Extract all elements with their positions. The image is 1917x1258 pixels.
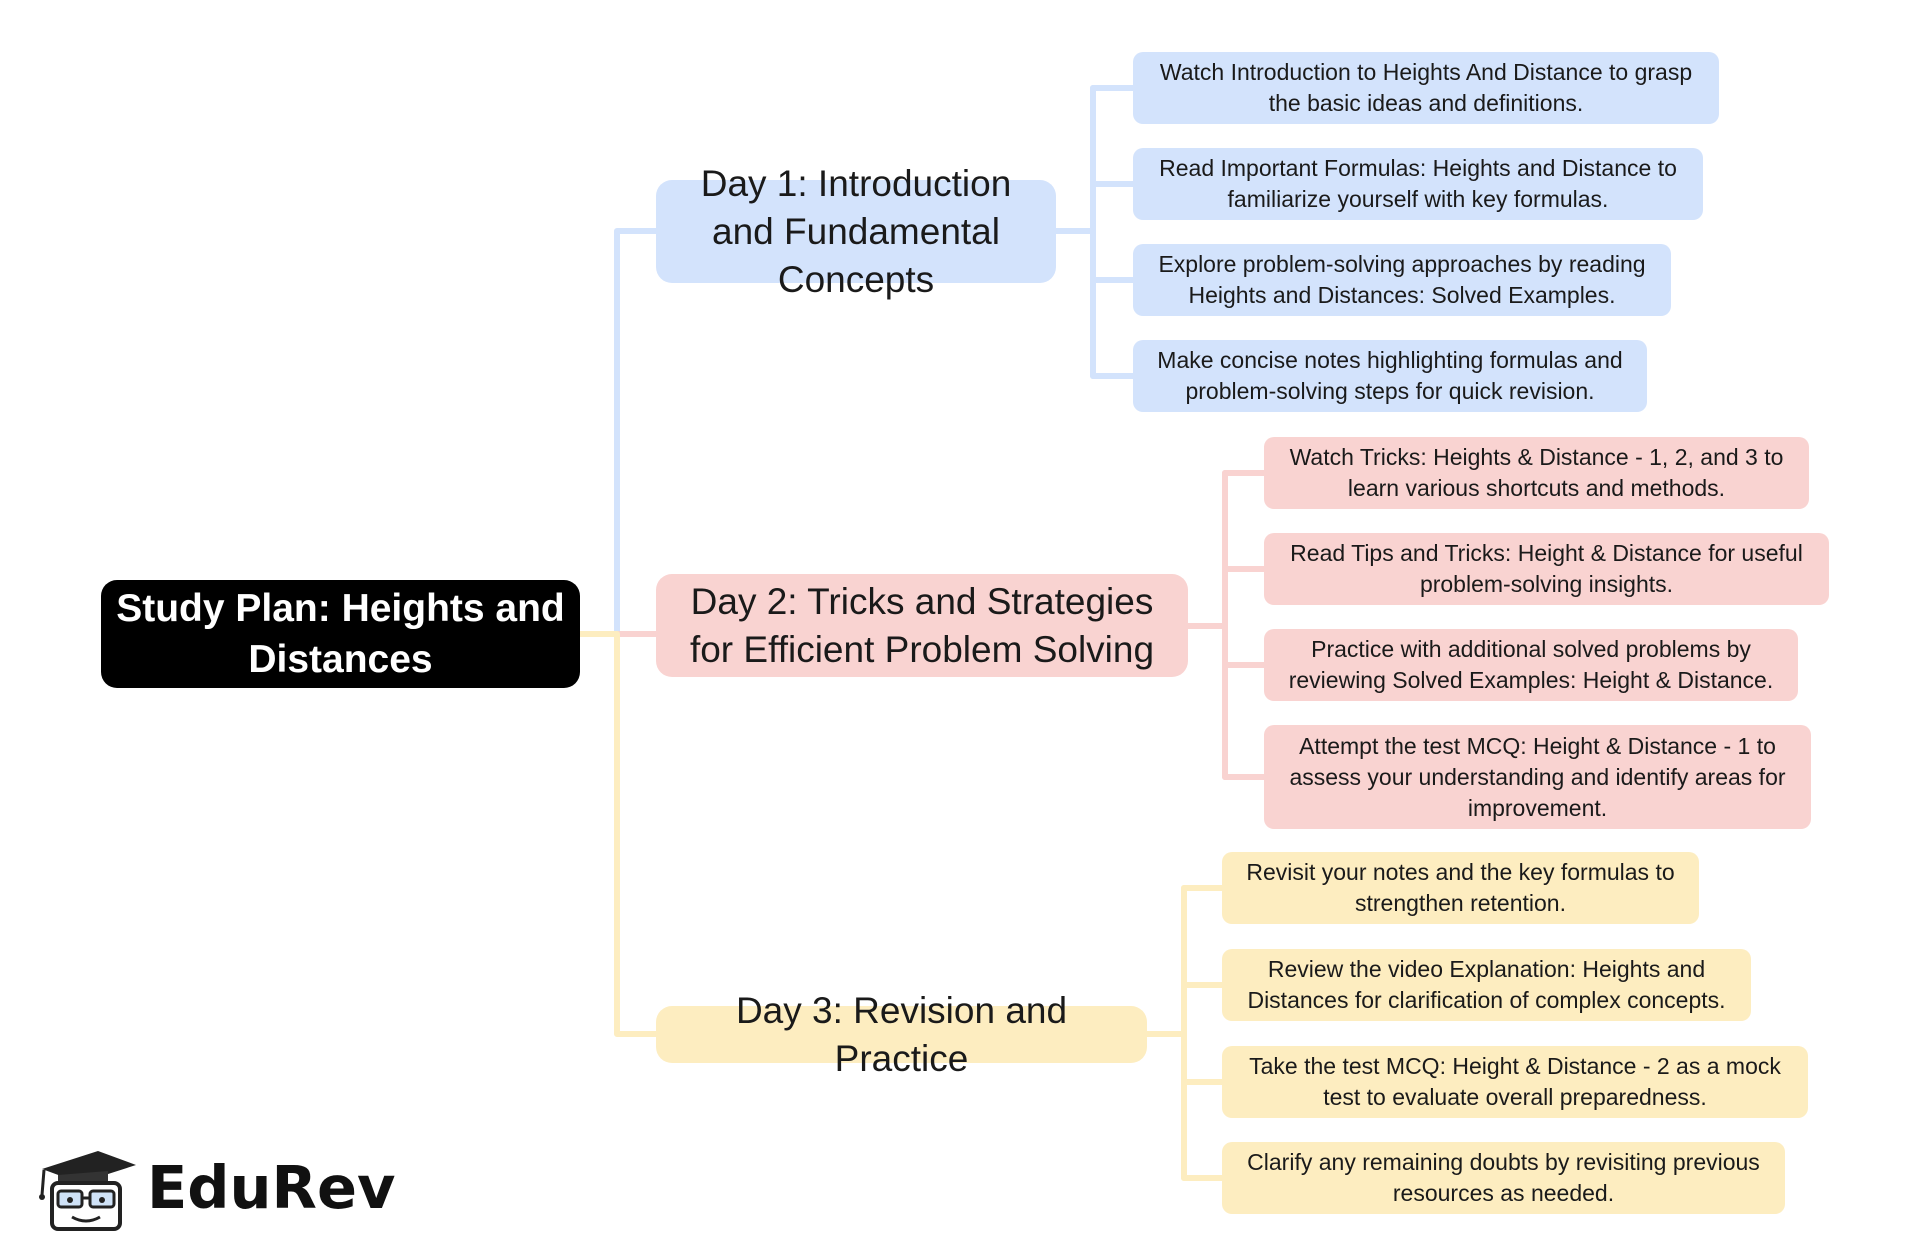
day2-task-2: Read Tips and Tricks: Height & Distance … [1264,533,1829,605]
task-text: Clarify any remaining doubts by revisiti… [1247,1149,1760,1206]
day2-node: Day 2: Tricks and Strategies for Efficie… [656,574,1188,677]
day1-node: Day 1: Introduction and Fundamental Conc… [656,163,1056,300]
day2-task-1: Watch Tricks: Heights & Distance - 1, 2,… [1264,437,1809,509]
connector-root-day1 [577,228,659,637]
day2-connectors [1185,470,1267,780]
day3-task-2: Review the video Explanation: Heights an… [1222,949,1751,1021]
day3-task-4: Clarify any remaining doubts by revisiti… [1222,1142,1785,1214]
day3-connectors [1144,885,1225,1181]
mortarboard-icon [39,1151,136,1231]
task-text: Take the test MCQ: Height & Distance - 2… [1249,1053,1781,1110]
day1-task-2: Read Important Formulas: Heights and Dis… [1133,148,1703,220]
task-text: Practice with additional solved problems… [1288,636,1774,693]
task-text: Attempt the test MCQ: Height & Distance … [1289,732,1786,821]
edurev-logo: EduRev [36,1143,396,1233]
task-text: Explore problem-solving approaches by re… [1158,251,1646,308]
day3-title: Day 3: Revision and Practice [735,989,1068,1079]
root-node: Study Plan: Heights and Distances [101,580,580,688]
task-text: Read Tips and Tricks: Height & Distance … [1290,540,1803,597]
day1-connectors [1053,85,1136,379]
day1-task-1: Watch Introduction to Heights And Distan… [1133,52,1719,124]
logo-text: EduRev [147,1153,396,1222]
day3-task-3: Take the test MCQ: Height & Distance - 2… [1222,1046,1808,1118]
day3-node: Day 3: Revision and Practice [656,990,1147,1079]
task-text: Revisit your notes and the key formulas … [1246,859,1675,916]
day1-task-3: Explore problem-solving approaches by re… [1133,244,1671,316]
day1-task-4: Make concise notes highlighting formulas… [1133,340,1647,412]
day2-title: Day 2: Tricks and Strategies for Efficie… [689,580,1155,670]
day3-task-1: Revisit your notes and the key formulas … [1222,852,1699,924]
task-text: Review the video Explanation: Heights an… [1247,956,1726,1013]
day1-title: Day 1: Introduction and Fundamental Conc… [700,162,1012,300]
day2-task-3: Practice with additional solved problems… [1264,629,1798,701]
root-title: Study Plan: Heights and Distances [116,587,565,681]
root-connectors [577,228,659,1037]
task-text: Make concise notes highlighting formulas… [1157,347,1623,404]
task-text: Watch Tricks: Heights & Distance - 1, 2,… [1289,444,1784,501]
day2-task-4: Attempt the test MCQ: Height & Distance … [1264,725,1811,829]
task-text: Watch Introduction to Heights And Distan… [1159,59,1693,116]
connector-root-day3 [577,631,659,1037]
task-text: Read Important Formulas: Heights and Dis… [1159,155,1677,212]
